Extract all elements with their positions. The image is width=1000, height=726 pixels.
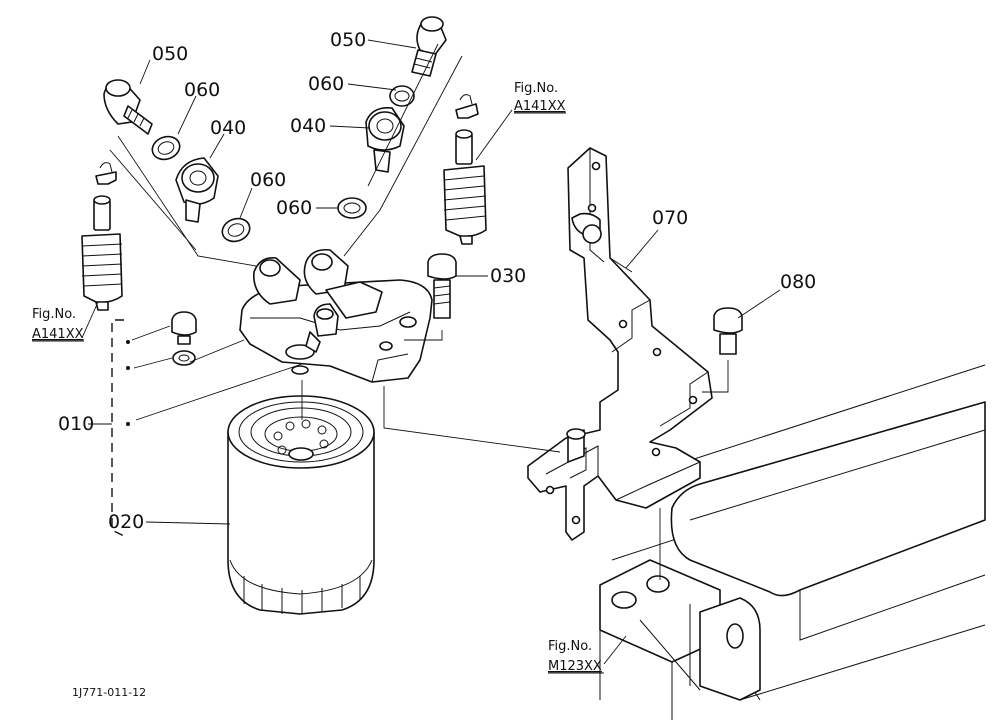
callout-070: 070 [652, 207, 688, 229]
drawing-id: 1J771-011-12 [72, 686, 146, 699]
banjo-fitting-040-right [365, 106, 405, 173]
fig-ref-top-right-code: A141XX [514, 99, 566, 114]
callout-080: 080 [780, 271, 816, 293]
callout-060-right-upper: 060 [308, 73, 344, 95]
banjo-fitting-040-left [175, 157, 219, 223]
callout-020: 020 [108, 511, 144, 533]
bolt-030 [427, 253, 457, 319]
left-hose-assembly [81, 162, 123, 311]
callout-060-left-upper: 060 [184, 79, 220, 101]
assembly-lines [109, 43, 729, 580]
callout-050-left: 050 [152, 43, 188, 65]
banjo-bolt-050-right [411, 16, 447, 77]
callout-030: 030 [490, 265, 526, 287]
fig-ref-top-right-label: Fig.No. [514, 81, 558, 96]
fig-ref-bottom-right-code: M123XX [548, 659, 602, 674]
callout-040-left: 040 [210, 117, 246, 139]
banjo-bolt-050-left [103, 79, 153, 135]
filter-cartridge-020 [227, 395, 375, 615]
callout-leaders [81, 39, 781, 665]
callout-060-right-lower: 060 [276, 197, 312, 219]
right-hose-assembly [443, 94, 487, 245]
callout-040-right: 040 [290, 115, 326, 137]
air-vent-plug [171, 311, 197, 366]
engine-frame [599, 364, 986, 720]
fig-ref-left-label: Fig.No. [32, 307, 76, 322]
bolt-080 [713, 307, 743, 355]
filter-head-010 [239, 248, 433, 383]
callout-050-right: 050 [330, 29, 366, 51]
fig-ref-bottom-right-label: Fig.No. [548, 639, 592, 654]
callout-010: 010 [58, 413, 94, 435]
fig-ref-left-code: A141XX [32, 327, 84, 342]
washers-060 [151, 85, 415, 243]
callout-060-left-lower: 060 [250, 169, 286, 191]
bracket-070 [527, 147, 713, 541]
